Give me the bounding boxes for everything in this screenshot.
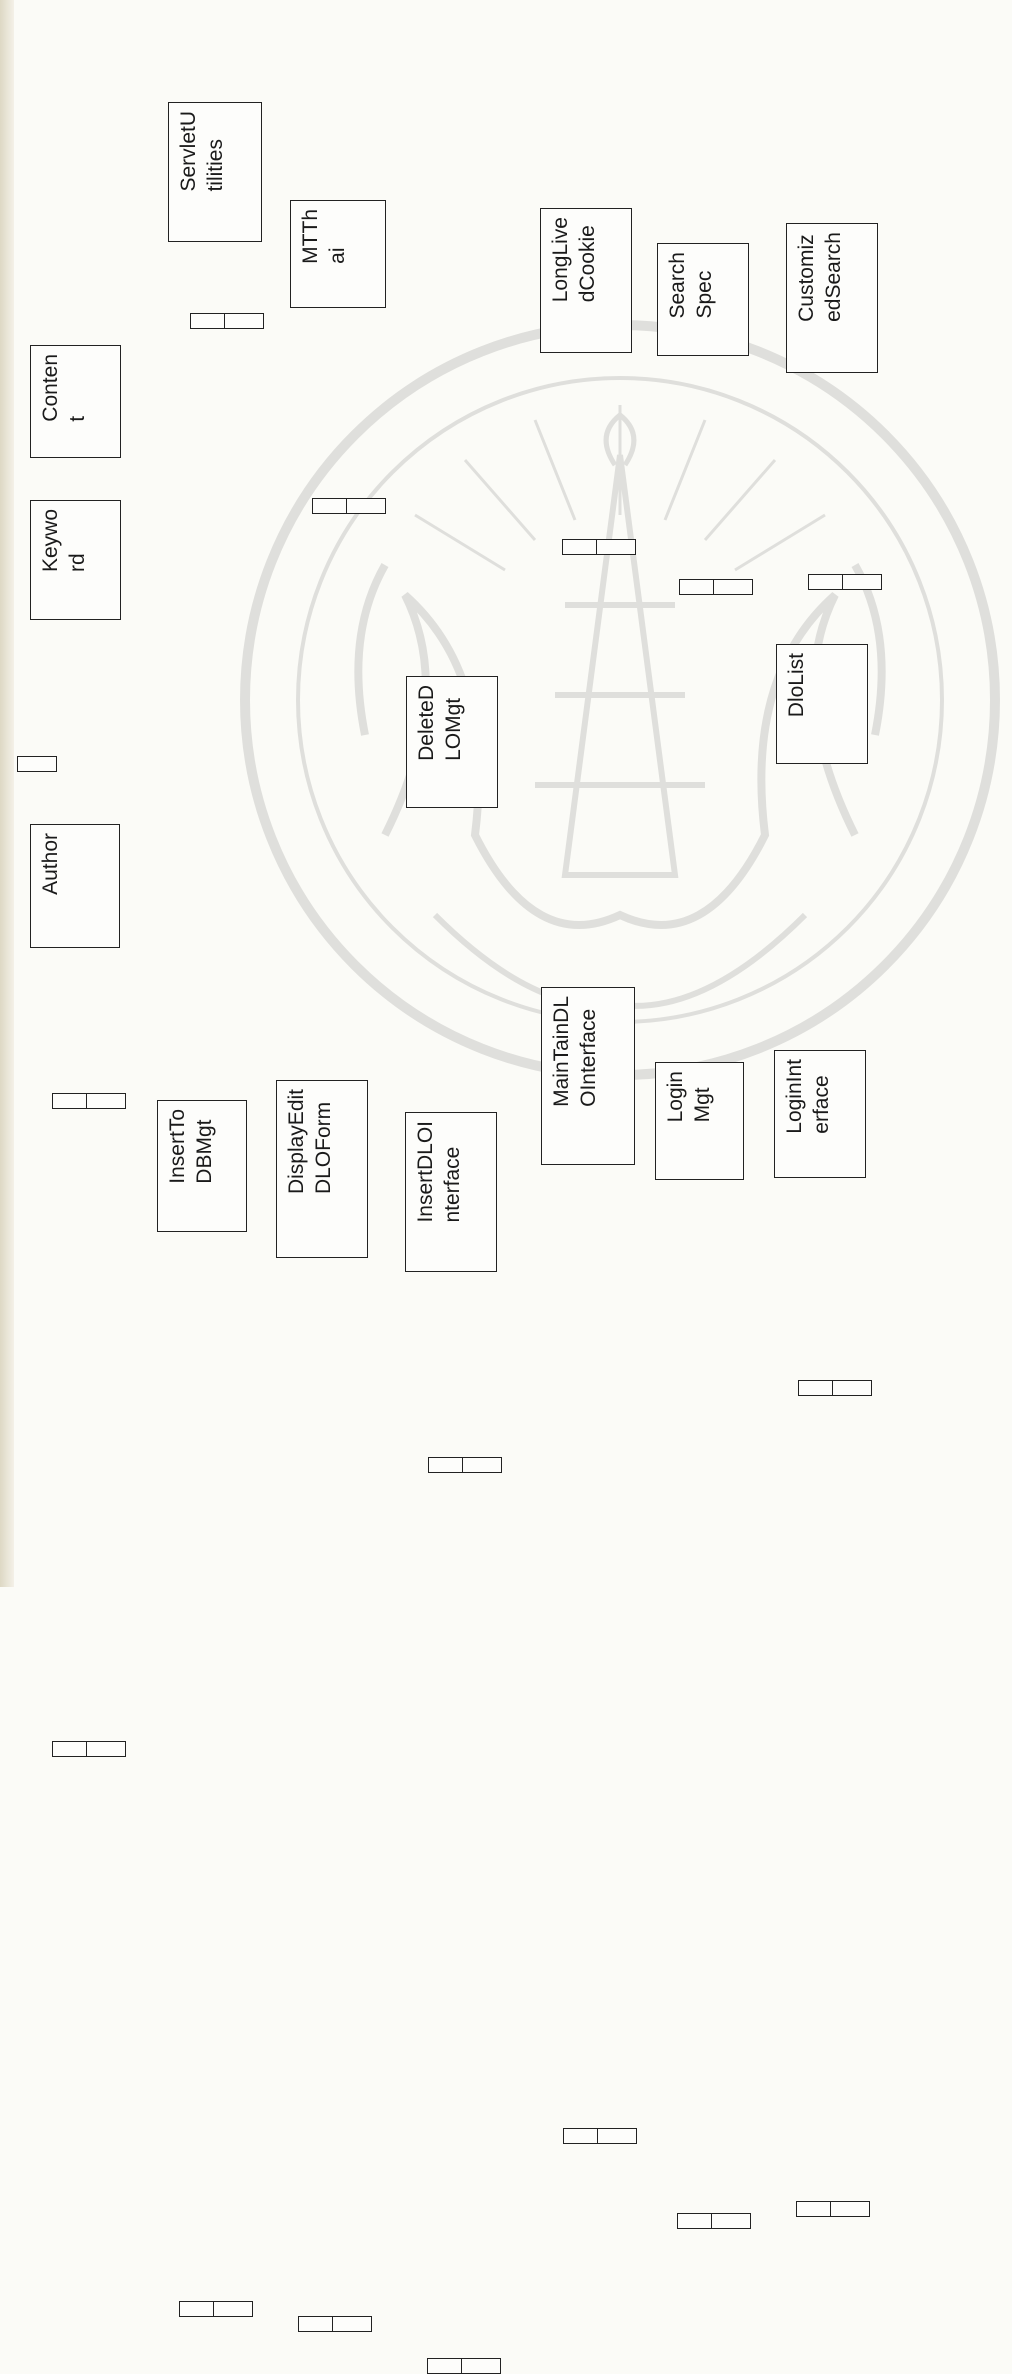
component-long-lived-cookie: LongLive dCookie [540, 208, 632, 353]
component-port [86, 1741, 126, 1757]
component-port [224, 313, 264, 329]
component-port [596, 539, 636, 555]
component-delete-dlo-mgt: DeleteD LOMgt [406, 676, 498, 808]
component-port [830, 2201, 870, 2217]
component-port [832, 1380, 872, 1396]
component-mtthai: MTTh ai [290, 200, 386, 308]
component-port [461, 2358, 501, 2374]
component-port [332, 2316, 372, 2332]
component-port [213, 2301, 253, 2317]
component-port [842, 574, 882, 590]
component-keyword[interactable]: Keywo rd [30, 500, 121, 620]
component-port [346, 498, 386, 514]
component-dlo-list: DloList [776, 644, 868, 764]
component-login-interface: LoginInt erface [774, 1050, 866, 1178]
component-servlet-utilities: ServletU tilities [168, 102, 262, 242]
component-port [462, 1457, 502, 1473]
component-login-mgt: Login Mgt [655, 1062, 744, 1180]
institution-seal-watermark [235, 315, 1005, 1085]
component-search-spec: Search Spec [657, 243, 749, 356]
component-author: Author [30, 824, 120, 948]
component-insert-dlo-interface: InsertDLOI nterface [405, 1112, 497, 1272]
component-customized-search: Customiz edSearch [786, 223, 878, 373]
component-insert-to-db-mgt: InsertTo DBMgt [157, 1100, 247, 1232]
component-port [597, 2128, 637, 2144]
component-port [713, 579, 753, 595]
page-binding-edge [0, 0, 14, 1587]
component-port [17, 756, 57, 772]
component-port [86, 1093, 126, 1109]
component-port [711, 2213, 751, 2229]
component-content: Conten t [30, 345, 121, 458]
component-display-edit-dlo-form: DisplayEdit DLOForm [276, 1080, 368, 1258]
component-maintain-dlo-interface: MainTainDL OInterface [541, 987, 635, 1165]
